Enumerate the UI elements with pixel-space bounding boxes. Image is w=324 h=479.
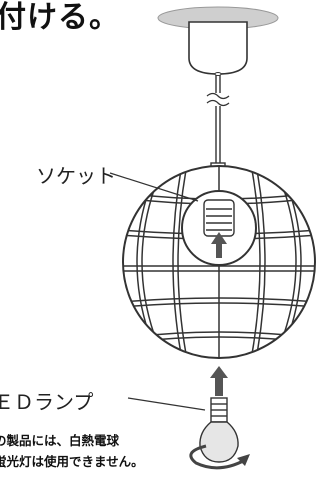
cord-break-mark [206,92,230,100]
led-lamp [199,397,239,463]
note-line-2: 蛍光灯は使用できません。 [0,454,144,469]
rotate-arrow-icon [189,444,250,470]
lamp-up-arrow-icon [210,366,228,396]
socket-leader-line [109,172,199,202]
page-heading: 付ける。 [0,0,120,35]
insert-arrow-icon [211,232,227,258]
socket-label: ソケット [36,164,116,188]
ceiling-canopy [188,21,248,75]
socket-icon [203,199,235,237]
cord-grommet [214,72,222,76]
lamp-leader-line [127,397,206,411]
note-line-1: の製品には、白熱電球 [0,433,120,448]
led-lamp-label: ＥＤランプ [0,390,94,414]
